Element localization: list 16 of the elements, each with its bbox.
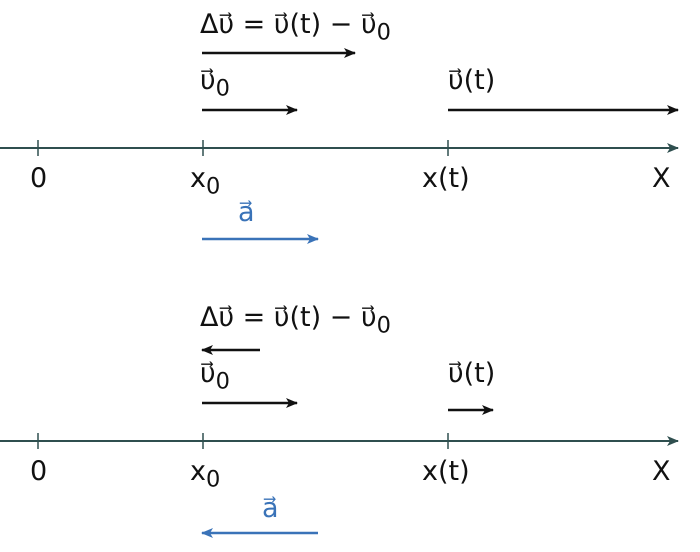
vector-label: a⃗ xyxy=(262,494,279,524)
vector-label: υ⃗$_{0}$ xyxy=(200,66,230,104)
vector-label: a⃗ xyxy=(238,198,255,228)
vector-label: υ⃗(t) xyxy=(448,359,496,389)
axis-label: x(t) xyxy=(422,164,470,194)
axis-label: X xyxy=(652,457,670,487)
axis-label: x$_{0}$ xyxy=(190,164,220,202)
axis-label: x$_{0}$ xyxy=(190,457,220,494)
axis-label: 0 xyxy=(30,457,48,487)
vector-label: υ⃗$_{0}$ xyxy=(200,359,230,396)
formula: Δυ⃗ = υ⃗(t) − υ⃗$_{0}$ xyxy=(200,10,391,48)
vector-label: υ⃗(t) xyxy=(448,66,496,96)
formula: Δυ⃗ = υ⃗(t) − υ⃗$_{0}$ xyxy=(200,303,391,340)
axis-label: X xyxy=(652,164,670,194)
axis-label: x(t) xyxy=(422,457,470,487)
axis-label: 0 xyxy=(30,164,48,194)
